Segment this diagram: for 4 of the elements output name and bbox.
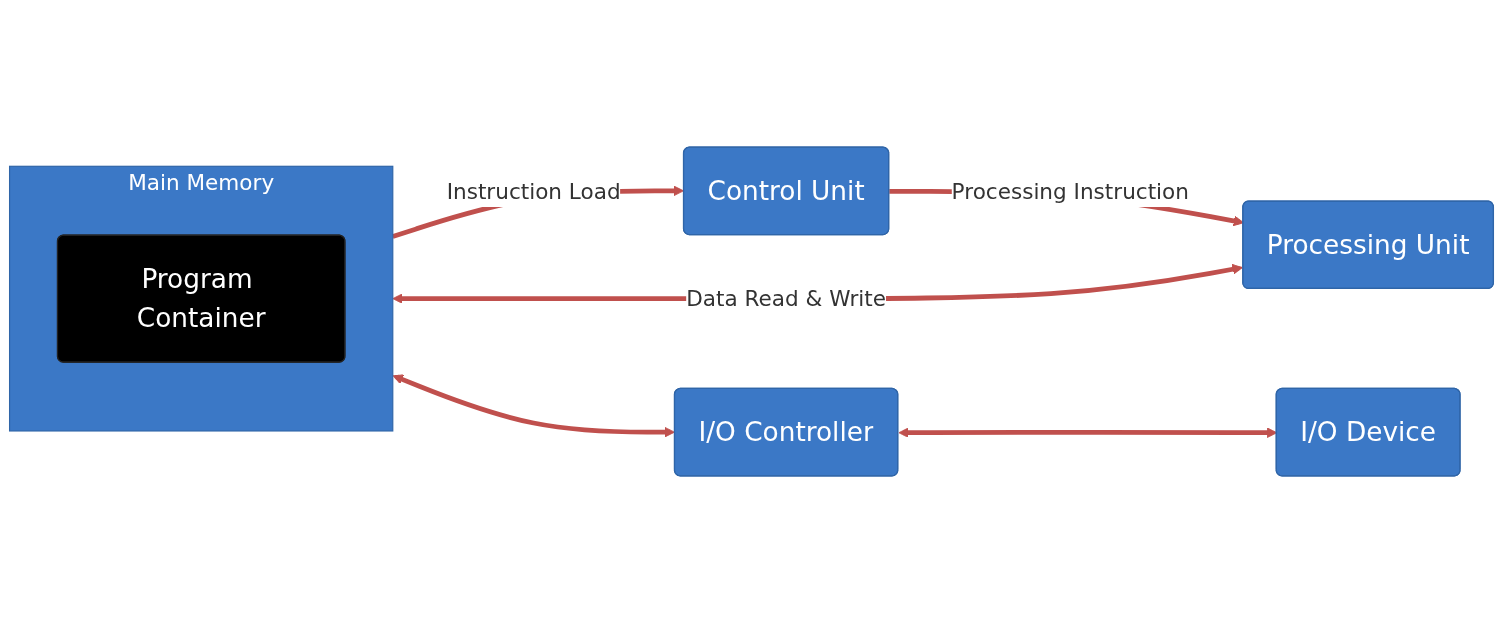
arrow bbox=[392, 374, 675, 438]
edge-label: Instruction Load bbox=[446, 178, 621, 204]
edge-label: Processing Instruction bbox=[951, 178, 1189, 204]
edge-label: Data Read & Write bbox=[686, 286, 887, 312]
